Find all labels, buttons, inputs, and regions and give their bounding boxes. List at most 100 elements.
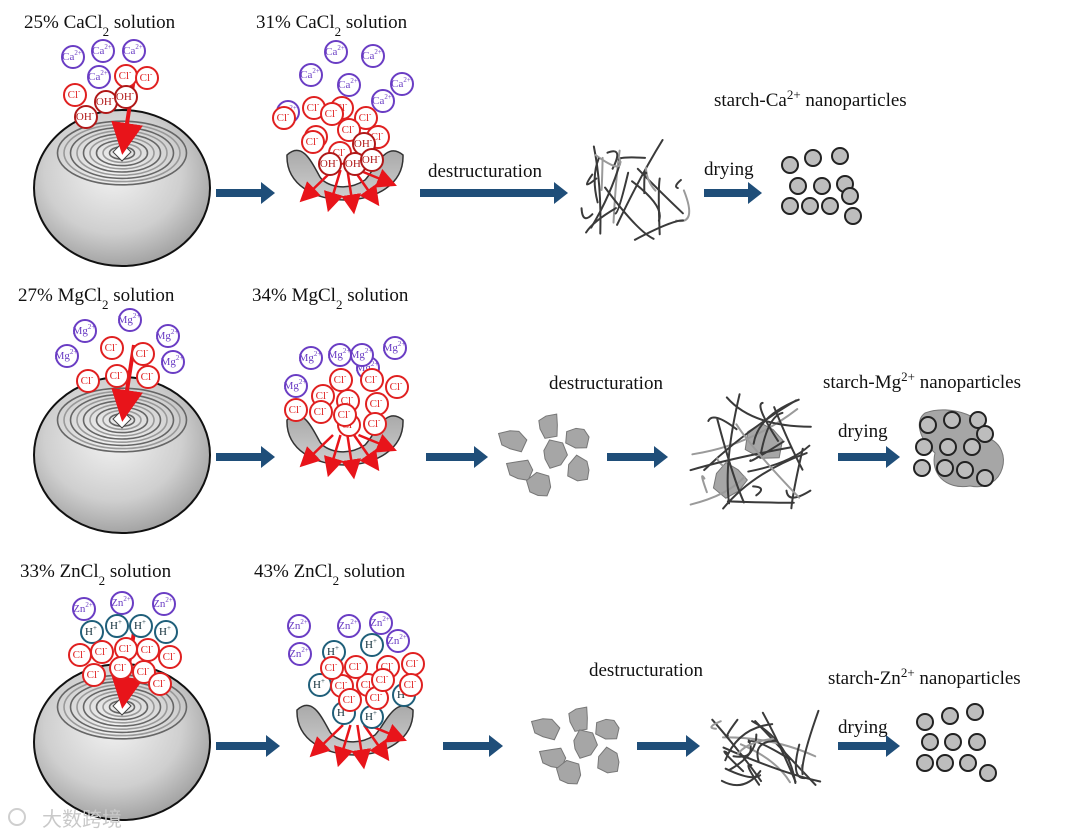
diffusion-arrow [362,724,390,762]
diffusion-arrow [351,724,372,770]
ion-chloride: Cl- [333,403,357,427]
nanoparticle [781,197,799,215]
polymer-chain [604,186,655,240]
polymer-chain [657,177,661,236]
svg-text:Cl-: Cl- [136,346,149,360]
svg-text:Cl-: Cl- [368,416,381,430]
starch-fragment [597,746,620,774]
starch-fragment [573,729,598,759]
diffusion-arrow [352,434,380,472]
svg-text:Cl-: Cl- [325,106,338,120]
ion-cation: Mg2+ [383,336,407,360]
process-arrow [704,182,762,204]
polymer-chain [644,166,657,192]
ions-initial: Zn2+Zn2+Zn2+H+H+H+H+Cl-Cl-Cl-Cl-Cl-Cl-Cl… [68,591,182,696]
arrow-shaft [838,742,888,750]
svg-text:Ca2+: Ca2+ [372,93,392,107]
svg-text:Mg2+: Mg2+ [284,378,307,392]
svg-text:Cl-: Cl- [376,672,389,686]
nanoparticle [804,149,822,167]
svg-text:Zn2+: Zn2+ [73,601,93,615]
polymer-chain [752,485,762,497]
ion-chloride: Cl- [131,342,155,366]
svg-text:Cl-: Cl- [105,340,118,354]
ion-cation: Ca2+ [361,44,385,68]
svg-text:Cl-: Cl- [333,145,346,159]
destructuration-label: destructuration [589,660,703,681]
ion-chloride: Cl- [401,652,425,676]
nanoparticle [941,707,959,725]
polymer-chain [593,157,600,204]
polymer-chain [759,411,784,459]
polymer-chain [636,167,684,215]
ion-cation: Zn2+ [337,614,361,638]
row-calcium: 25% CaCl2 solution 31% CaCl2 solution Ca… [24,12,907,267]
polymer-chain [594,154,622,168]
starch-granule [33,631,211,821]
svg-text:Mg2+: Mg2+ [118,312,141,326]
polymer-chain [675,189,691,223]
ion-chloride: Cl- [272,106,296,130]
svg-text:Cl-: Cl- [68,87,81,101]
nanoparticle [913,459,931,477]
svg-text:Cl-: Cl- [342,122,355,136]
svg-text:Ca2+: Ca2+ [92,43,112,57]
ion-chloride: Cl- [105,364,129,388]
svg-text:OH-: OH- [116,89,135,103]
ion-cation: Ca2+ [87,65,111,89]
drying-label: drying [704,159,754,180]
ion-chloride: Cl- [63,83,87,107]
ion-cation: Mg2+ [350,343,374,367]
svg-text:Cl-: Cl- [153,676,166,690]
ion-chloride: Cl- [114,64,138,88]
ion-cation: Mg2+ [161,350,185,374]
nanoparticle [939,438,957,456]
ion-cation: Ca2+ [324,40,348,64]
nanoparticle [831,147,849,165]
diffusion-arrow [324,434,344,478]
polymer-chain [722,746,822,783]
svg-text:OH-: OH- [76,109,95,123]
svg-text:Zn2+: Zn2+ [153,596,173,610]
ion-chloride: Cl- [90,640,114,664]
svg-text:Cl-: Cl- [81,373,94,387]
nanoparticle [921,733,939,751]
nanoparticles [916,703,997,782]
nanoparticle [968,733,986,751]
final-solution-label: 43% ZnCl2 solution [254,561,406,588]
process-arrow [216,182,275,204]
polymer-chain [600,156,604,191]
starch-fragment [543,439,568,469]
polymer-chain [724,767,762,779]
ion-cation: Mg2+ [55,344,79,368]
starch-fragment [565,427,590,449]
ions-final: Ca2+Ca2+Ca2+Ca2+Ca2+Ca2+Ca2+Cl-Cl-Cl-Cl-… [272,40,414,176]
arrow-head [261,182,275,204]
initial-solution-label: 25% CaCl2 solution [24,12,176,39]
ion-hydroxide: OH- [94,90,118,114]
starch-fragment [530,718,561,741]
starch-fragment [538,413,558,439]
drying-label: drying [838,717,888,738]
drying-label: drying [838,421,888,442]
ion-cation: Ca2+ [299,63,323,87]
ion-chloride: Cl- [148,672,172,696]
svg-text:Mg2+: Mg2+ [299,350,322,364]
svg-text:Cl-: Cl- [343,692,356,706]
diffusion-arrow [309,724,344,758]
nanoparticle [916,713,934,731]
arrow-shaft [704,189,750,197]
svg-text:Mg2+: Mg2+ [55,348,78,362]
ions-final: Mg2+Mg2+Mg2+Mg2+Mg2+Mg2+Cl-Cl-Cl-Cl-Cl-C… [284,336,409,437]
polymer-chain [580,207,594,220]
nanoparticle [821,197,839,215]
process-arrow [607,446,668,468]
svg-text:Cl-: Cl- [371,129,384,143]
ion-proton: H+ [360,705,384,729]
ion-chloride: Cl- [344,655,368,679]
ion-cation: Mg2+ [73,319,97,343]
nanoparticle [976,469,994,487]
polymer-chain [643,171,648,195]
polymer-chain [728,733,758,772]
diffusion-arrow [341,434,362,480]
